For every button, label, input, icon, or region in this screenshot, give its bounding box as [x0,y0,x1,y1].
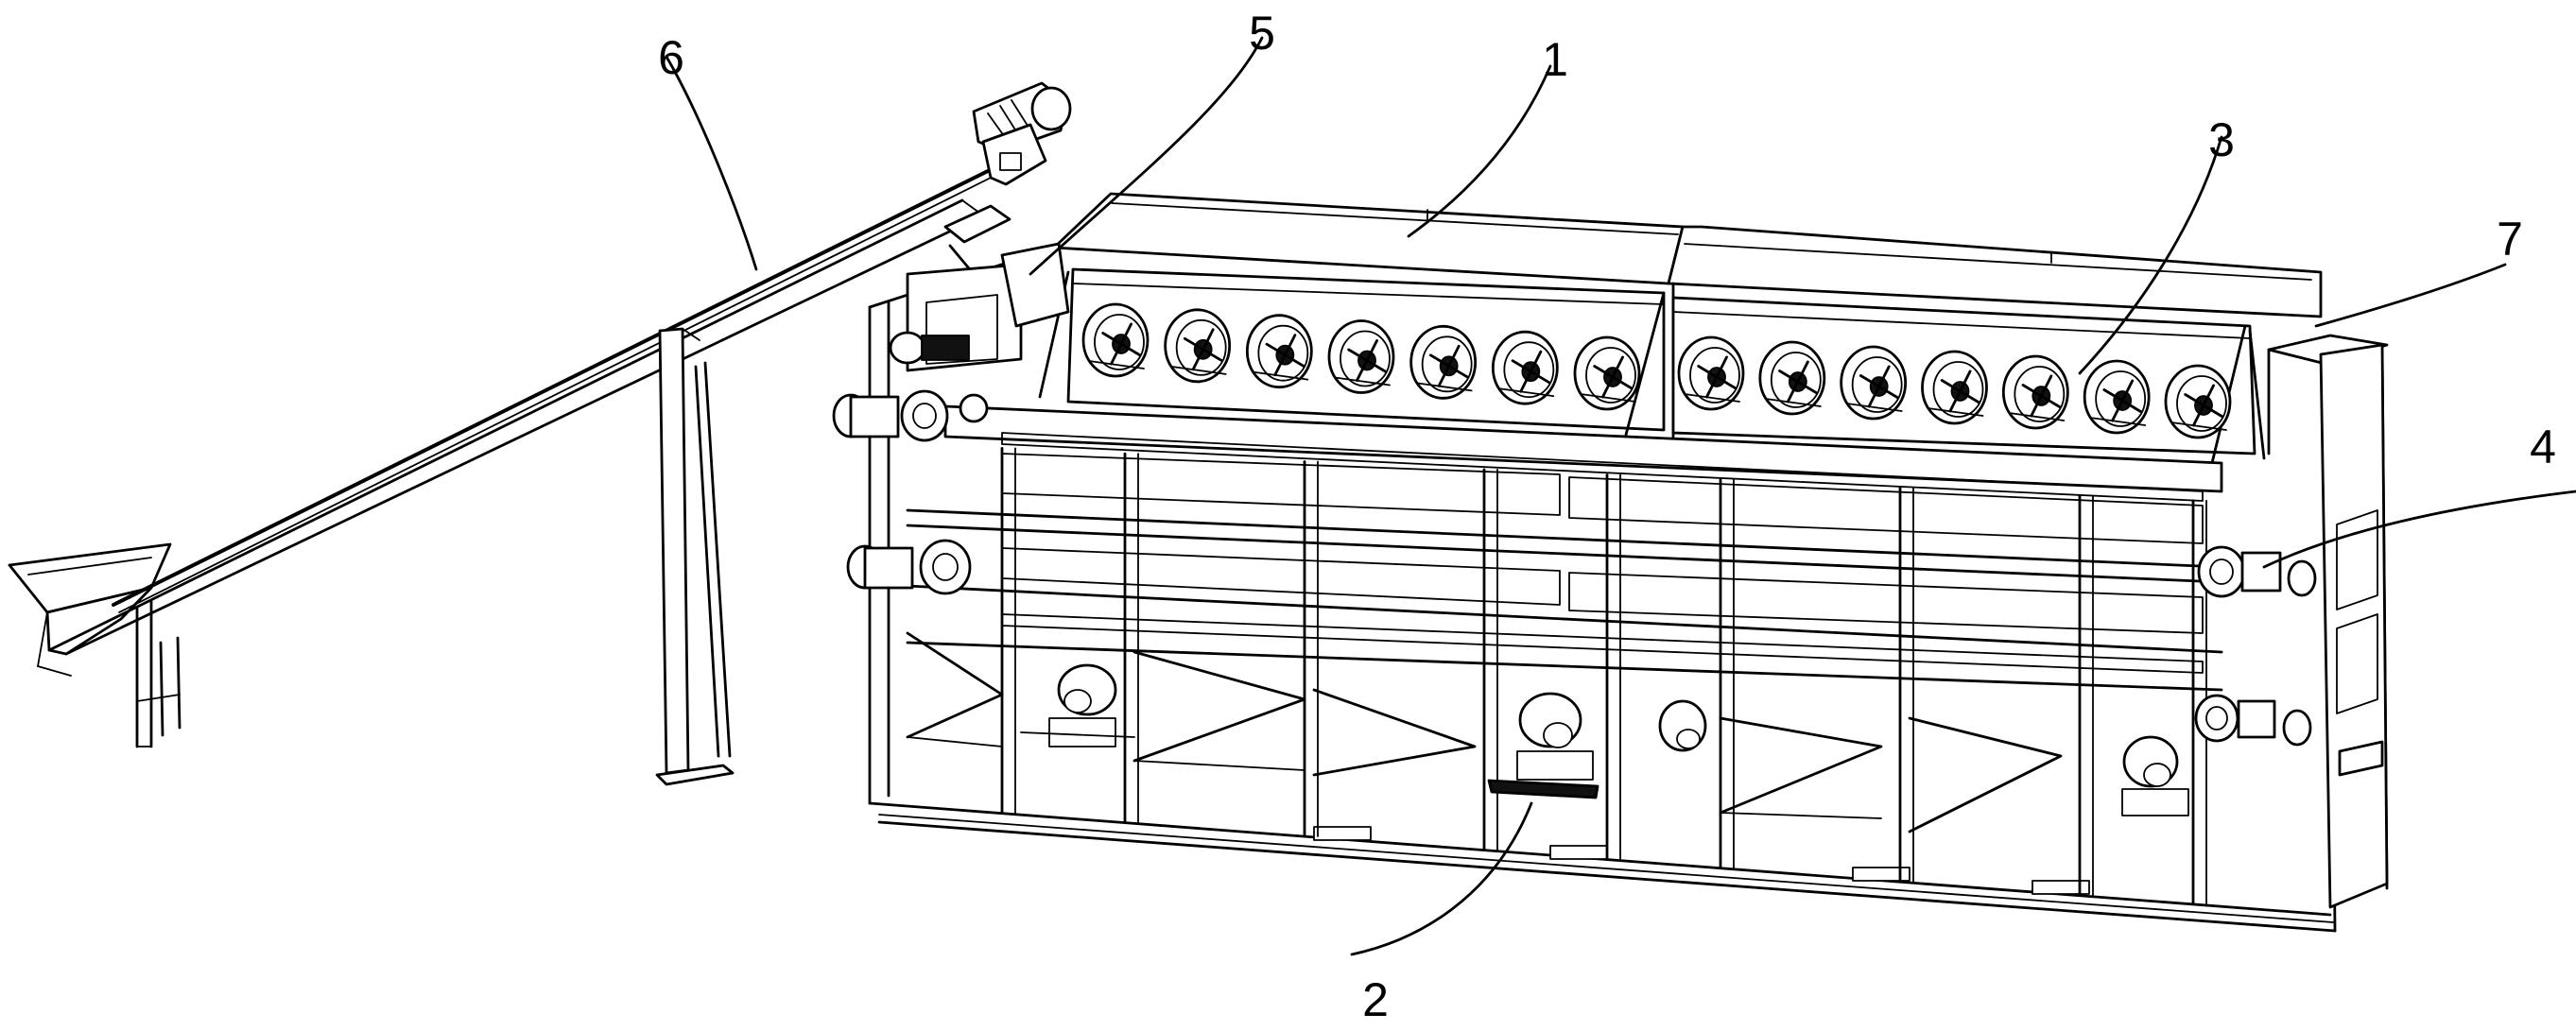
left-bank-fan-3 [1245,314,1313,389]
right-gear-motors [2194,545,2317,747]
right-bank-fan-6 [2083,359,2151,435]
left-bank-fan-1 [1081,302,1150,378]
top-cover [1052,192,2323,446]
right-bank-fan-1 [1677,335,1745,411]
conveyor-tube [47,164,1011,656]
conveyor-drive-motor [972,81,1072,186]
callout-labels: 6 5 1 3 7 4 2 [658,7,2556,1026]
left-bank-fan-7 [1573,335,1641,411]
fan-bank-left [1038,267,1666,437]
left-bank-fan-6 [1491,330,1559,405]
label-6: 6 [658,31,684,84]
label-5: 5 [1249,7,1275,60]
label-2: 2 [1362,973,1389,1026]
leader-lines [665,36,2576,956]
frame-posts [1000,446,2207,905]
conveyor-legs [135,327,735,786]
label-4: 4 [2530,421,2556,473]
label-1: 1 [1542,33,1568,86]
right-bank-fan-5 [2001,354,2069,430]
left-bank-fan-5 [1409,324,1478,400]
right-bank-fan-2 [1758,340,1826,416]
lower-hoppers [906,631,2063,833]
left-gear-motors [832,242,1070,595]
right-bank-fan-4 [1921,350,1988,425]
label-3: 3 [2208,113,2235,166]
blower-motor-3 [2121,735,2189,816]
left-bank-fan-4 [1327,319,1395,394]
left-bank-fan-2 [1164,308,1232,384]
right-bank-fan-3 [1840,345,1908,421]
fan-bank-right [1671,296,2266,465]
side-panel [2319,343,2389,909]
feed-hopper [8,542,172,677]
dryer-frame [832,192,2389,933]
blower-motor-1 [1020,663,1135,747]
belt-levels [906,404,2223,692]
screw-conveyor [8,81,1072,786]
blower-motor-2 [1487,692,1707,799]
right-bank-fan-7 [2164,364,2232,439]
label-7: 7 [2497,213,2523,266]
